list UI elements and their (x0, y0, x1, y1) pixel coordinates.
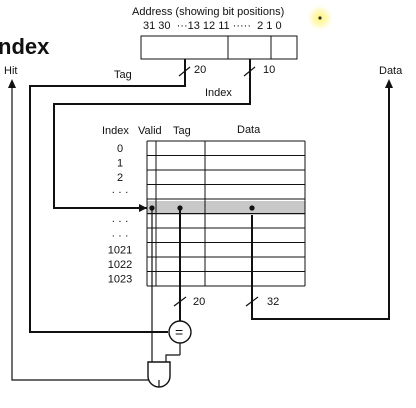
index-width-slash (243, 66, 256, 77)
tag-width-slash (178, 66, 191, 77)
index-arrowhead (139, 204, 147, 212)
table-index-label: · · · (111, 187, 128, 199)
address-caption: Address (showing bit positions) (132, 6, 284, 18)
table-index-label: · · · (111, 216, 128, 228)
header-valid: Valid (138, 125, 162, 137)
table-index-label: 1 (117, 158, 123, 170)
comparator-symbol: = (175, 324, 183, 340)
cursor-dot (318, 16, 322, 20)
address-register (140, 35, 298, 60)
table-index-label: 0 (117, 143, 123, 155)
hit-arrowhead (8, 79, 16, 88)
highlighted-row (147, 201, 305, 215)
data-tap-dot (249, 205, 255, 211)
table-index-label: 1023 (108, 274, 132, 286)
tag-field-wire (29, 59, 186, 333)
tag-comparator: = (168, 320, 192, 344)
table-index-label: 2 (117, 172, 123, 184)
index-width-label: 10 (263, 64, 275, 76)
data-output-label: Data (379, 65, 403, 77)
comparator-to-and-wire (165, 354, 180, 362)
table-index-label: · · · (111, 230, 128, 242)
data-output-wire (251, 86, 390, 320)
index-field-wire (53, 59, 251, 209)
hit-wire (11, 86, 160, 381)
and-gate (147, 361, 171, 388)
tag-field-label: Tag (114, 69, 132, 81)
tag-bus-width-label: 20 (193, 296, 205, 308)
header-tag: Tag (173, 125, 191, 137)
index-field-label: Index (205, 87, 232, 99)
data-output-arrowhead (385, 79, 393, 88)
table-index-label: 1022 (108, 259, 132, 271)
table-index-labels: 0 1 2 · · · · · · · · · 1021 1022 1023 (108, 143, 132, 286)
header-index: Index (102, 125, 129, 137)
data-bus-width-label: 32 (267, 296, 279, 308)
hit-label: Hit (4, 65, 17, 77)
data-bus-slash (245, 296, 259, 307)
slide-title-fragment: ndex (0, 34, 50, 59)
table-index-label: 1021 (108, 245, 132, 257)
tag-bus-slash (173, 296, 187, 307)
bit-positions: 31 30 ···13 12 11 ····· 2 1 0 (143, 20, 282, 32)
table-grid (146, 140, 306, 287)
header-data: Data (237, 124, 261, 136)
tag-width-label: 20 (194, 64, 206, 76)
cache-table: 0 1 2 · · · · · · · · · 1021 1022 1023 (108, 140, 306, 287)
